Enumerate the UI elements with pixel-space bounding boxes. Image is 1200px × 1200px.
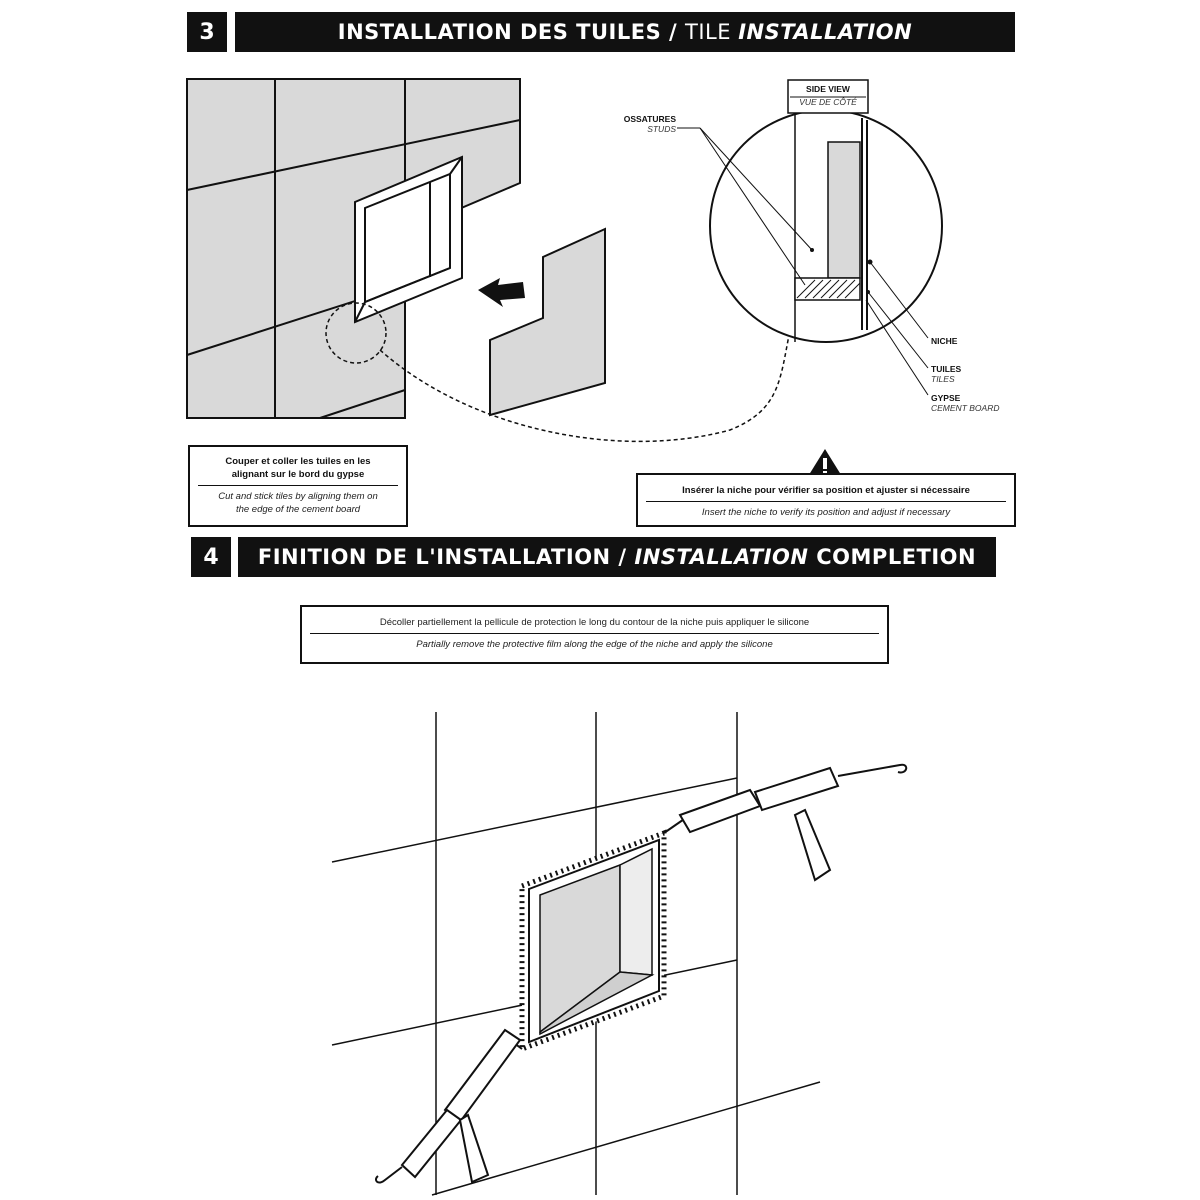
niche-label-text: NICHE bbox=[931, 336, 958, 346]
step-4-number-text: 4 bbox=[203, 544, 219, 570]
insert-niche-caption-fr: Insérer la niche pour vérifier sa positi… bbox=[682, 485, 970, 496]
tiles-label-en: TILES bbox=[931, 374, 955, 384]
arrow-left-icon bbox=[478, 278, 525, 307]
cut-tiles-caption-divider bbox=[198, 485, 398, 486]
cut-tiles-caption-en-2: the edge of the cement board bbox=[235, 504, 361, 515]
insert-niche-caption: Insérer la niche pour vérifier sa positi… bbox=[636, 473, 1016, 527]
step-3-number: 3 bbox=[187, 12, 227, 52]
caulking-gun-icon bbox=[375, 1028, 523, 1184]
tiles-label: TUILES TILES bbox=[931, 364, 961, 384]
step-3-title-fr: INSTALLATION DES TUILES bbox=[337, 20, 662, 44]
niche-with-silicone bbox=[519, 829, 667, 1053]
finish-caption: Décoller partiellement la pellicule de p… bbox=[300, 605, 889, 664]
side-view-leader-lines bbox=[677, 127, 929, 396]
side-view-title-en: SIDE VIEW bbox=[806, 84, 850, 94]
step-3-title-en-2: INSTALLATION bbox=[738, 20, 913, 44]
step-3-title-sep: / bbox=[661, 20, 686, 44]
cut-tiles-caption-fr-1: Couper et coller les tuiles en les bbox=[225, 456, 371, 467]
cut-tiles-caption-en-1: Cut and stick tiles by aligning them on bbox=[218, 491, 378, 502]
side-view-magnifier bbox=[709, 109, 943, 343]
side-view-title: SIDE VIEW VUE DE CÔTÉ bbox=[788, 84, 868, 107]
caulking-gun-icon bbox=[663, 763, 908, 882]
insert-niche-caption-divider bbox=[646, 501, 1006, 502]
step-3-title: INSTALLATION DES TUILES / TILE INSTALLAT… bbox=[235, 12, 1015, 52]
step-4-title-en-2: COMPLETION bbox=[808, 545, 977, 569]
finish-caption-divider bbox=[310, 633, 879, 634]
studs-label-fr: OSSATURES bbox=[623, 114, 676, 124]
step-4-number: 4 bbox=[191, 537, 231, 577]
cement-board-label-en: CEMENT BOARD bbox=[931, 403, 1000, 413]
cut-tiles-caption: Couper et coller les tuiles en les align… bbox=[188, 445, 408, 527]
step-3-title-en-1: TILE bbox=[685, 20, 739, 44]
step-4-title-sep: / bbox=[610, 545, 635, 569]
step-4-title-fr: FINITION DE L'INSTALLATION bbox=[257, 545, 611, 569]
tiles-label-fr: TUILES bbox=[931, 364, 962, 374]
step-3-number-text: 3 bbox=[199, 19, 215, 45]
cement-board-label: GYPSE CEMENT BOARD bbox=[931, 393, 999, 413]
niche-label: NICHE bbox=[931, 336, 957, 346]
side-view-title-fr: VUE DE CÔTÉ bbox=[799, 97, 857, 107]
l-shaped-tile bbox=[489, 227, 606, 417]
insert-niche-caption-en: Insert the niche to verify its position … bbox=[701, 507, 951, 518]
detail-connector bbox=[379, 329, 791, 443]
detail-circle bbox=[325, 302, 387, 364]
step-4-title: FINITION DE L'INSTALLATION / INSTALLATIO… bbox=[238, 537, 996, 577]
studs-label-en: STUDS bbox=[647, 124, 676, 134]
cement-board-label-fr: GYPSE bbox=[931, 393, 961, 403]
step-4-title-en-1: INSTALLATION bbox=[634, 545, 809, 569]
studs-label: OSSATURES STUDS bbox=[604, 114, 676, 134]
niche-opening bbox=[354, 155, 463, 324]
finish-caption-fr: Décoller partiellement la pellicule de p… bbox=[379, 617, 810, 628]
tile-installation-illustration bbox=[186, 78, 943, 478]
finish-caption-en: Partially remove the protective film alo… bbox=[416, 639, 773, 650]
cut-tiles-caption-fr-2: alignant sur le bord du gypse bbox=[231, 469, 365, 480]
